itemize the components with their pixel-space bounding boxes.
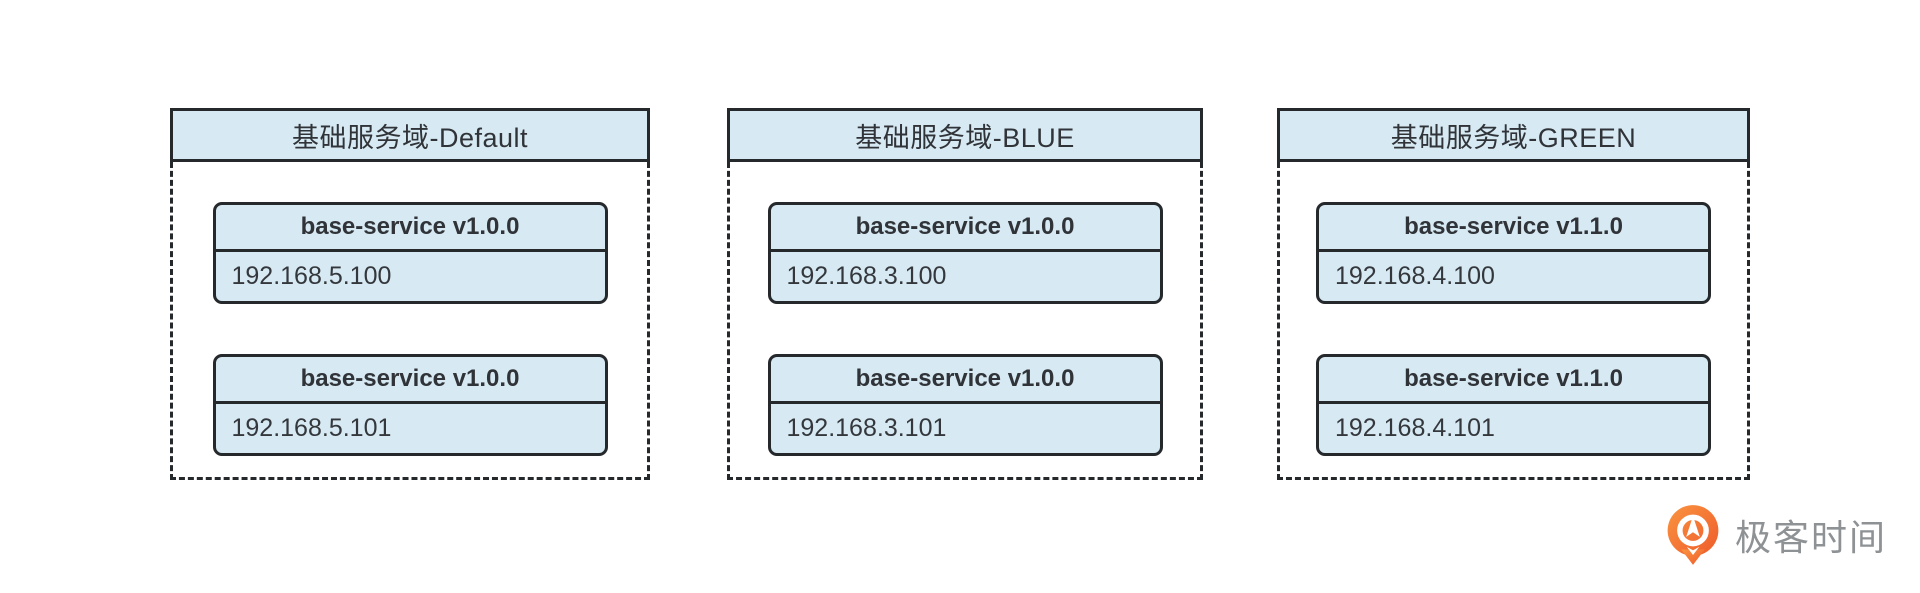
domain-title: 基础服务域-Default	[291, 122, 529, 153]
service-ip: 192.168.4.101	[1335, 414, 1495, 442]
geektime-logo-text: 极客时间	[1735, 517, 1888, 558]
service-ip: 192.168.5.101	[231, 414, 392, 442]
domain-body: base-service v1.1.0 192.168.4.100 base-s…	[1277, 162, 1750, 480]
service-name: base-service v1.0.0	[215, 205, 605, 252]
service-name: base-service v1.1.0	[1319, 357, 1708, 404]
service-ip: 192.168.4.100	[1335, 262, 1495, 290]
domain-header: 基础服务域-Default	[170, 108, 650, 162]
domain-box-blue: 基础服务域-BLUE base-service v1.0.0 192.168.3…	[727, 108, 1203, 480]
service-card: base-service v1.1.0 192.168.4.100	[1316, 202, 1711, 304]
service-name: base-service v1.0.0	[770, 357, 1160, 404]
service-ip: 192.168.5.100	[231, 262, 392, 290]
domain-box-green: 基础服务域-GREEN base-service v1.1.0 192.168.…	[1277, 108, 1750, 480]
service-card: base-service v1.0.0 192.168.5.101	[212, 354, 608, 456]
domain-title: 基础服务域-GREEN	[1390, 122, 1637, 153]
domain-title: 基础服务域-BLUE	[855, 122, 1075, 153]
service-card: base-service v1.1.0 192.168.4.101	[1316, 354, 1711, 456]
domain-body: base-service v1.0.0 192.168.3.100 base-s…	[727, 162, 1203, 480]
service-name: base-service v1.0.0	[215, 357, 605, 404]
service-name: base-service v1.0.0	[770, 205, 1160, 252]
geektime-logo: 极客时间	[1664, 504, 1887, 566]
service-ip: 192.168.3.101	[786, 414, 947, 442]
domain-header: 基础服务域-GREEN	[1277, 108, 1750, 162]
service-ip: 192.168.3.100	[786, 262, 947, 290]
domain-body: base-service v1.0.0 192.168.5.100 base-s…	[170, 162, 650, 480]
geektime-logo-icon	[1667, 505, 1719, 565]
domain-box-default: 基础服务域-Default base-service v1.0.0 192.16…	[170, 108, 650, 480]
domain-header: 基础服务域-BLUE	[727, 108, 1203, 162]
service-card: base-service v1.0.0 192.168.3.101	[767, 354, 1163, 456]
service-card: base-service v1.0.0 192.168.3.100	[767, 202, 1163, 304]
service-name: base-service v1.1.0	[1319, 205, 1708, 252]
service-card: base-service v1.0.0 192.168.5.100	[212, 202, 608, 304]
